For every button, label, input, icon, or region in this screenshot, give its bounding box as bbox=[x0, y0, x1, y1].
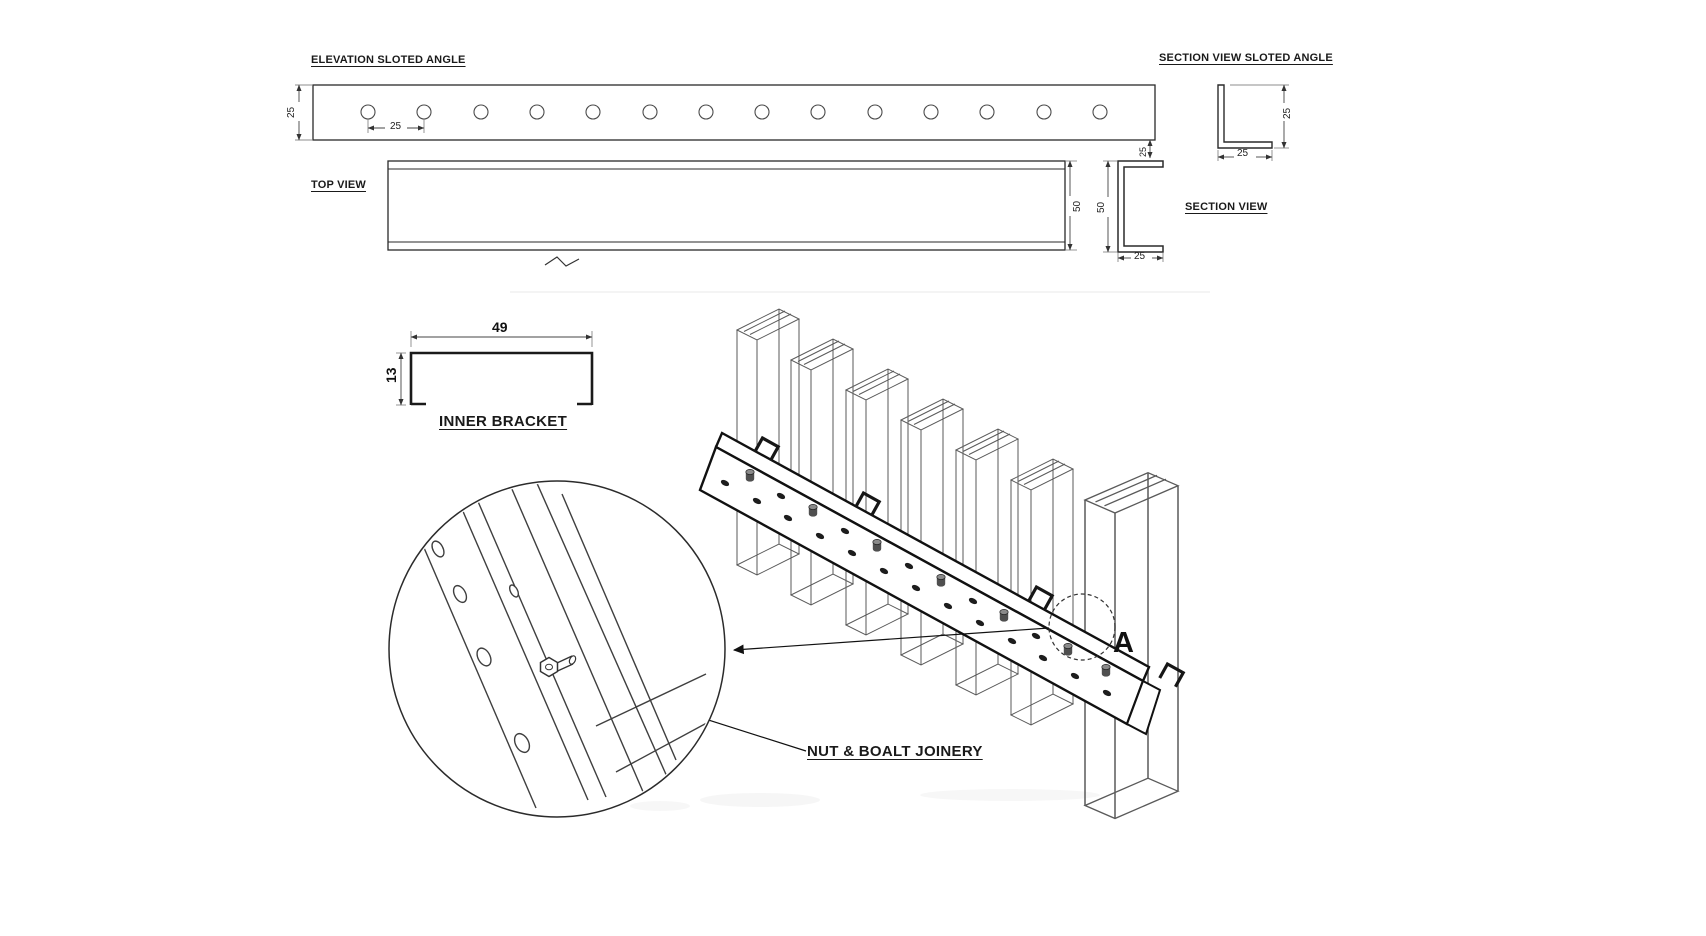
inner-bracket-drawing bbox=[396, 331, 594, 406]
break-symbol bbox=[544, 256, 580, 267]
section-view-flange-dim: 25 bbox=[1138, 146, 1148, 157]
top-view-depth-dim: 50 bbox=[1072, 200, 1083, 212]
nut-bolt-callout-label: NUT & BOALT JOINERY bbox=[807, 743, 983, 760]
section-view-drawing bbox=[1103, 139, 1164, 262]
detail-marker-a: A bbox=[1113, 627, 1134, 659]
detail-a-dashed-circle bbox=[1048, 593, 1116, 661]
elevation-height-dim: 25 bbox=[286, 106, 297, 118]
section-sloted-angle-label: SECTION VIEW SLOTED ANGLE bbox=[1159, 52, 1333, 64]
elevation-slot-holes bbox=[360, 104, 1108, 120]
inner-bracket-height-dim: 13 bbox=[383, 367, 399, 383]
faint-artifacts bbox=[510, 291, 1210, 293]
section-view-height-dim: 50 bbox=[1096, 201, 1107, 213]
elevation-view-label: ELEVATION SLOTED ANGLE bbox=[311, 54, 466, 66]
detail-content bbox=[399, 483, 717, 809]
inner-bracket-width-dim: 49 bbox=[492, 319, 508, 335]
detail-magnifier bbox=[388, 480, 726, 818]
detail-leader-arrow bbox=[732, 627, 1050, 655]
isometric-assembly bbox=[698, 308, 1185, 820]
inner-bracket-label: INNER BRACKET bbox=[439, 413, 568, 430]
top-view-label: TOP VIEW bbox=[311, 179, 366, 191]
elevation-hole-spacing-dim: 25 bbox=[390, 121, 402, 132]
slotted-angle-strip bbox=[698, 431, 1162, 736]
top-view-drawing bbox=[387, 160, 1077, 267]
inner-bracket-dimensions bbox=[396, 331, 593, 406]
section-sloted-angle-drawing bbox=[1217, 84, 1289, 161]
section-view-width-dim: 25 bbox=[1134, 251, 1146, 262]
nut-and-bolt-detail bbox=[539, 655, 577, 678]
section-sloted-width-dim: 25 bbox=[1237, 148, 1249, 159]
section-view-dimensions bbox=[1103, 139, 1164, 262]
top-view-dimensions bbox=[1066, 160, 1077, 251]
section-view-label: SECTION VIEW bbox=[1185, 201, 1268, 213]
section-sloted-angle-dimensions bbox=[1217, 84, 1289, 161]
elevation-dimensions bbox=[295, 84, 425, 141]
elevation-view-drawing bbox=[295, 84, 1156, 141]
section-sloted-height-dim: 25 bbox=[1282, 107, 1293, 119]
